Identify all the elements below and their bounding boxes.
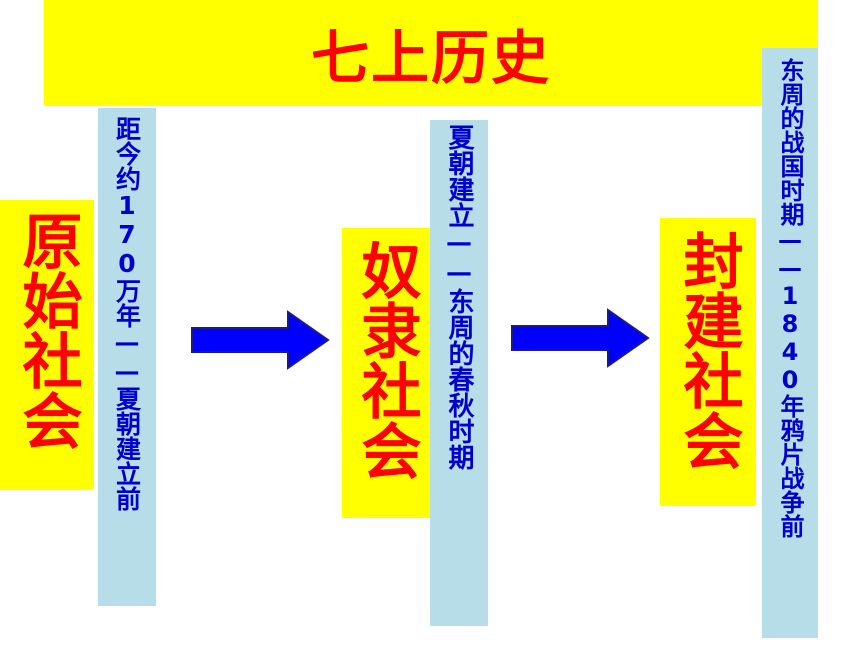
period-box-slave: 夏朝建立——东周的春秋时期 — [430, 120, 488, 626]
right-arrow-icon — [511, 308, 650, 368]
page-title: 七上历史 — [310, 24, 551, 92]
period-box-primitive: 距今约170万年——夏朝建立前 — [98, 108, 156, 606]
period-box-feudal: 东周的战国时期——1840年鸦片战争前 — [762, 48, 818, 638]
period-label-feudal: 东周的战国时期——1840年鸦片战争前 — [776, 58, 804, 538]
stage-label-primitive: 原始社会 — [12, 210, 82, 450]
stage-label-slave: 奴隶社会 — [351, 240, 421, 480]
title-banner: 七上历史 — [44, 0, 818, 106]
stage-label-feudal: 封建社会 — [673, 230, 743, 470]
period-label-slave: 夏朝建立——东周的春秋时期 — [444, 124, 474, 470]
stage-box-feudal: 封建社会 — [660, 218, 756, 506]
right-arrow-icon — [191, 310, 330, 370]
stage-box-slave: 奴隶社会 — [342, 228, 430, 518]
stage-box-primitive: 原始社会 — [0, 200, 94, 490]
period-label-primitive: 距今约170万年——夏朝建立前 — [112, 116, 142, 511]
